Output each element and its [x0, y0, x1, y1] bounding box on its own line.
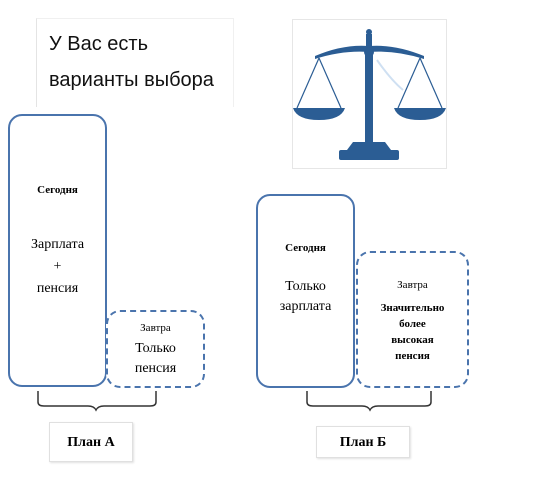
- plan-b-tomorrow-line-2: более: [399, 318, 426, 330]
- plan-a-tomorrow-heading: Завтра: [140, 322, 171, 334]
- title-line-1: У Вас есть: [49, 33, 148, 55]
- plan-a-today-heading: Сегодня: [37, 184, 78, 196]
- plan-a-tomorrow-line-1: Только: [135, 341, 176, 356]
- plan-b-today-line-2: зарплата: [279, 299, 332, 314]
- balance-scale-icon: [293, 29, 446, 160]
- plan-b-tomorrow-heading: Завтра: [397, 279, 428, 291]
- plan-b-today-card: Сегодня Только зарплата: [256, 194, 355, 388]
- plan-b-tomorrow-line-4: пенсия: [395, 350, 430, 362]
- plan-a-tomorrow-card: Завтра Только пенсия: [106, 310, 205, 388]
- plan-b-bracket: [306, 391, 432, 412]
- scale-picture: [292, 19, 447, 169]
- plan-a-today-line-1: Зарплата: [30, 237, 85, 252]
- plan-a-tomorrow-line-2: пенсия: [134, 361, 177, 376]
- plan-a-today-line-2: +: [53, 259, 62, 274]
- plan-a-bracket: [37, 391, 157, 412]
- plan-b-tomorrow-line-3: высокая: [391, 334, 434, 346]
- plan-b-tomorrow-card: Завтра Значительно более высокая пенсия: [356, 251, 469, 388]
- title-box: У Вас есть варианты выбора: [36, 18, 234, 107]
- plan-b-today-line-1: Только: [285, 279, 326, 294]
- plan-a-today-line-3: пенсия: [36, 281, 79, 296]
- plan-b-today-heading: Сегодня: [285, 242, 326, 254]
- plan-a-label: План А: [49, 422, 133, 462]
- plan-b-tomorrow-line-1: Значительно: [380, 302, 445, 314]
- plan-b-label: План Б: [316, 426, 410, 458]
- title-line-2: варианты выбора: [49, 69, 214, 91]
- plan-a-today-card: Сегодня Зарплата + пенсия: [8, 114, 107, 387]
